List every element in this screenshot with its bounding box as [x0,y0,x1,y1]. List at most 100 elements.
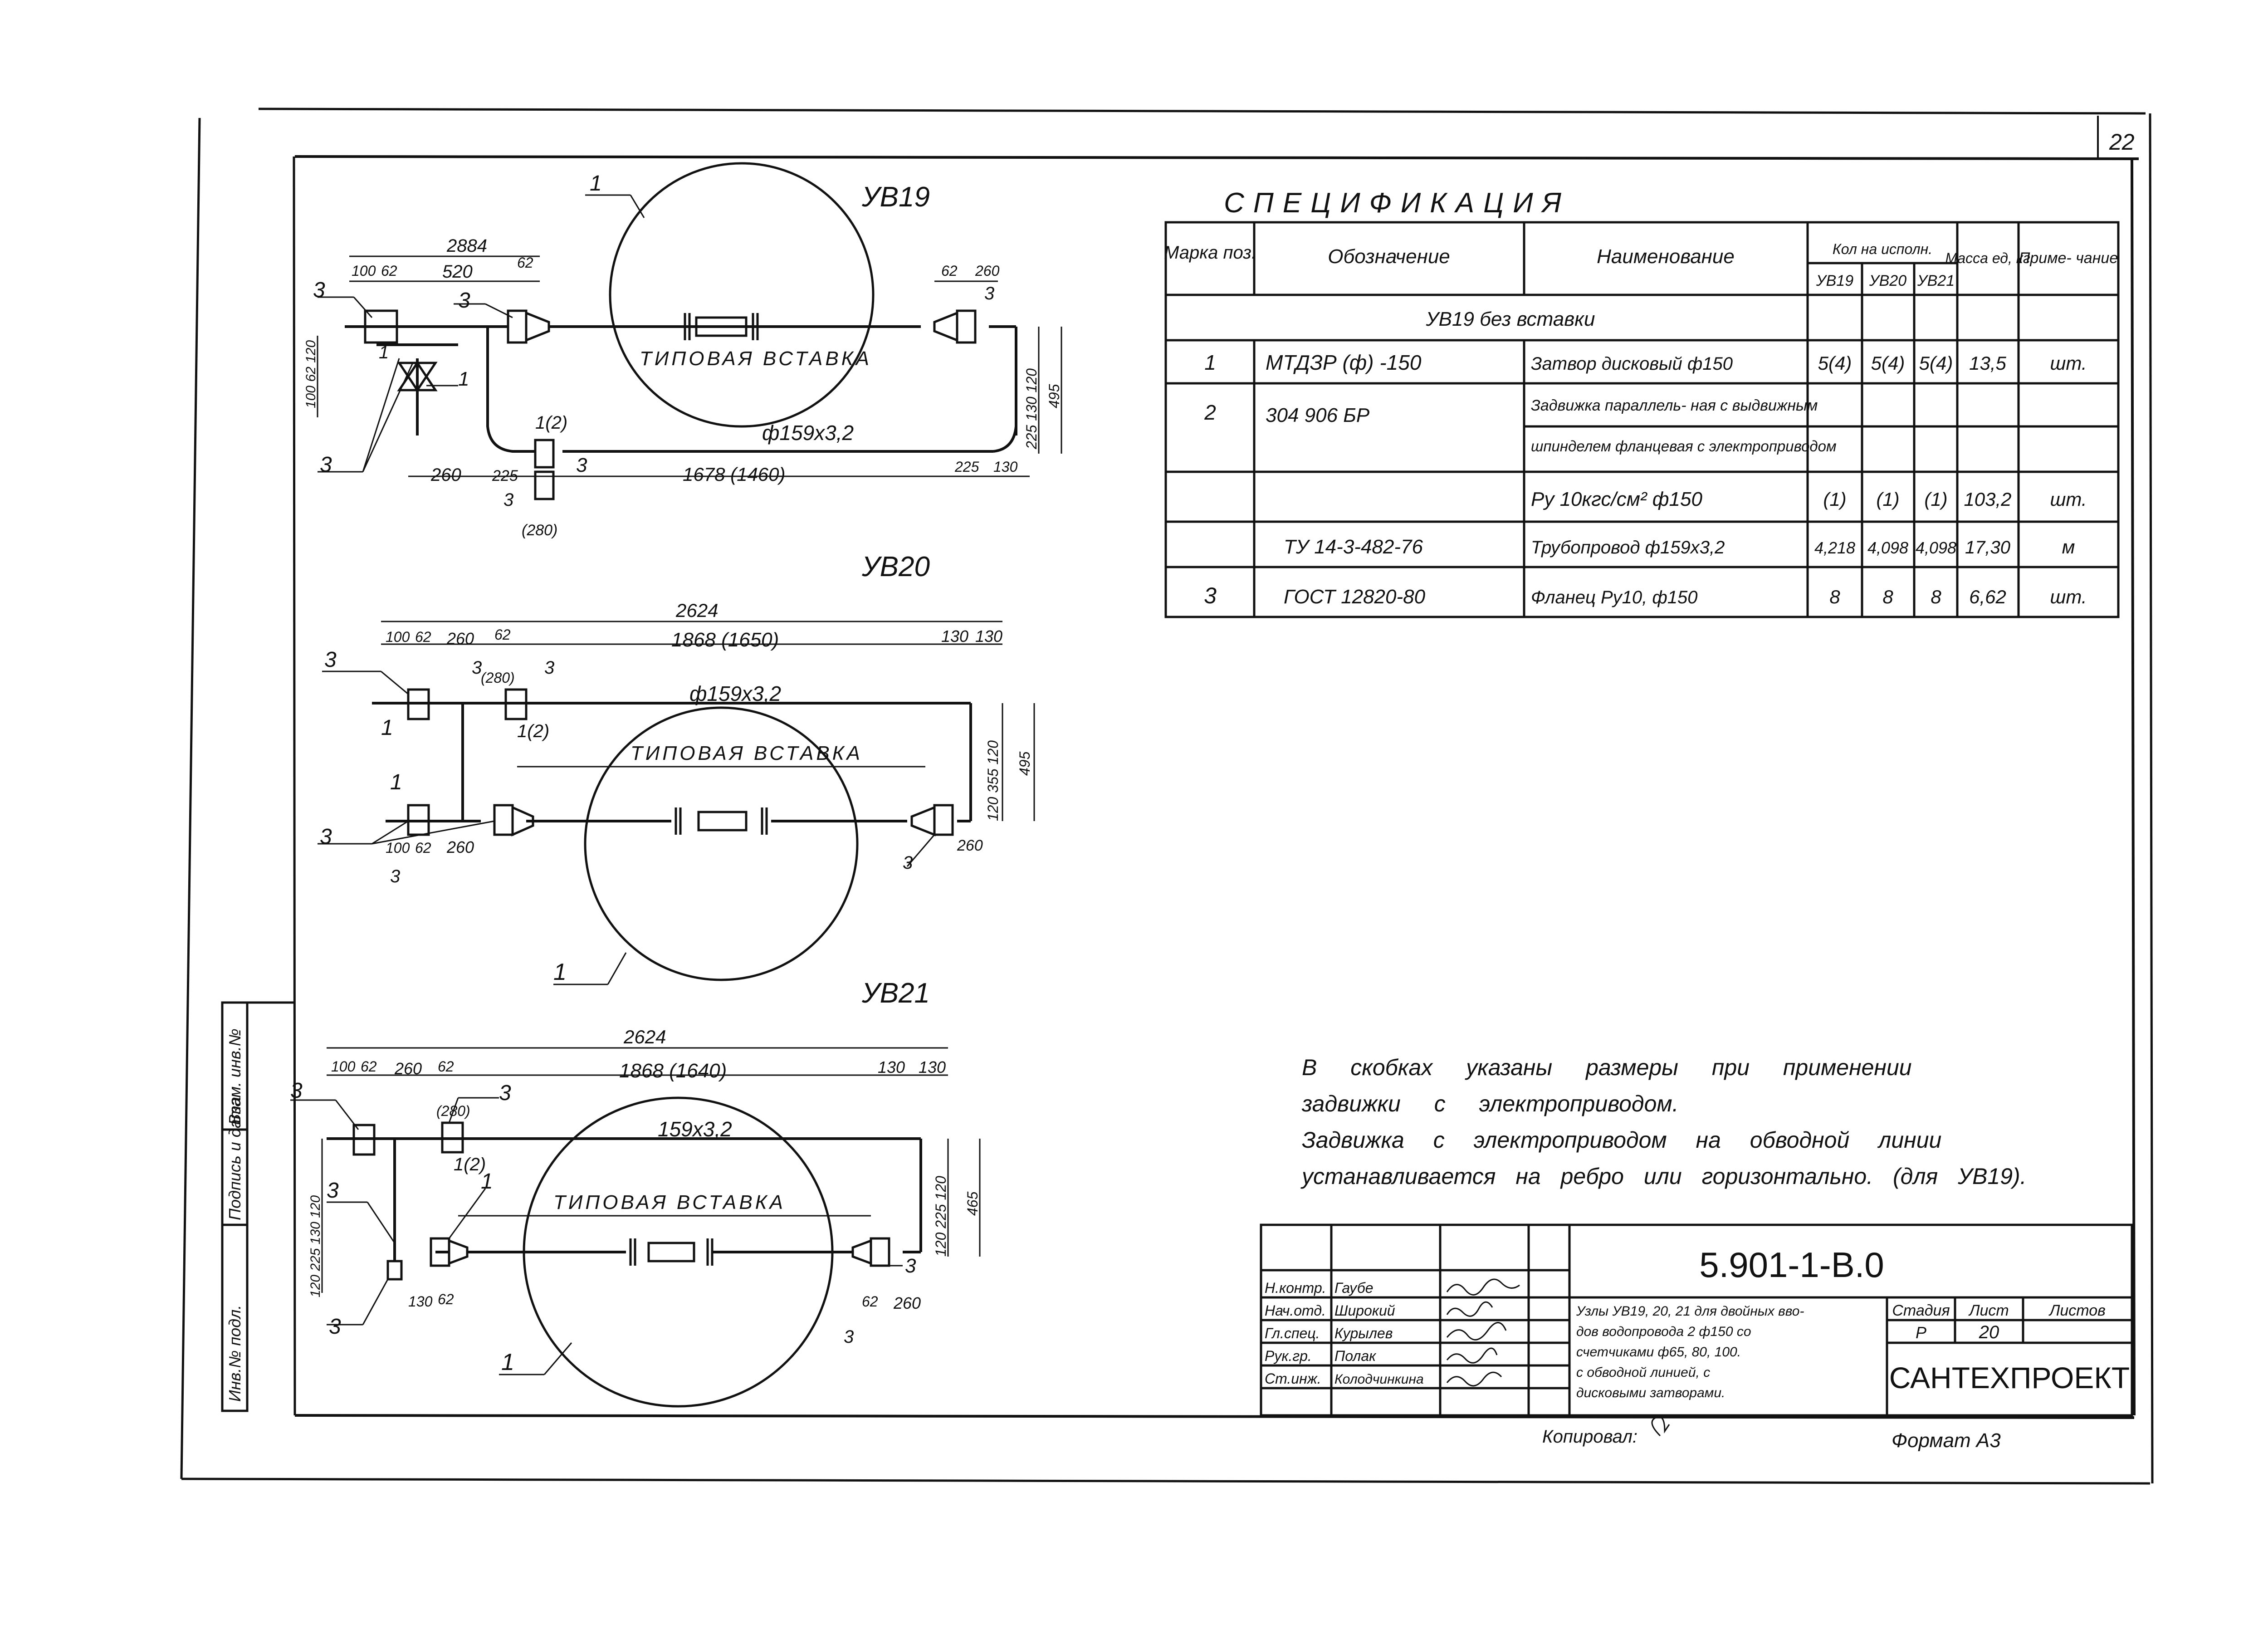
uv21-dim-260r: 260 [893,1294,921,1312]
sheets-label: Листов [2048,1302,2106,1319]
uv20-callout-12: 1(2) [517,721,549,741]
note-line-3: Задвижка с электроприводом на обводной л… [1302,1127,1941,1153]
uv21-insert-label: ТИПОВАЯ ВСТАВКА [553,1191,786,1213]
note-line-1: В скобках указаны размеры при применении [1302,1055,1912,1080]
spec-row-2-name: Задвижка параллель- ная с выдвижным [1531,397,1818,414]
uv19-dim-260: 260 [430,465,461,485]
uv21-dimension-lines [321,1047,981,1293]
spec-row-6-mass: 6,62 [1969,586,2006,607]
uv21-dim-vertical-2: 465 [964,1191,981,1216]
spec-row-6-name: Фланец Ру10, ф150 [1531,587,1698,607]
person-4: Полак [1334,1348,1377,1364]
uv19-dim-130: 130 [993,459,1018,475]
uv20-leaders [318,670,935,985]
spec-row-3: шпинделем фланцевая с электроприводом [1531,438,1837,455]
stage-value: Р [1916,1323,1926,1342]
uv19-dim-225b: 225 [954,459,979,475]
note-line-4: устанавливается на ребро или горизонталь… [1300,1164,2027,1189]
uv20-callout-3c: 3 [544,658,554,678]
spec-header-mark: Марка поз. [1164,243,1256,263]
drawing-code: 5.901-1-В.0 [1699,1245,1884,1285]
uv21-pipes [327,1137,922,1261]
uv19-callout-3b: 3 [320,453,332,477]
uv21-fittings [352,1121,890,1281]
spec-row-4-q19: (1) [1823,489,1846,510]
uv21-drawing: УВ21 ТИПОВАЯ ВСТАВКА 159х3,2 [290,978,981,1408]
spec-row-5-note: м [2062,536,2075,558]
uv21-dim-260: 260 [394,1059,422,1078]
uv20-callout-1a: 1 [381,716,393,740]
uv21-callout-3e: 3 [905,1255,916,1277]
spec-row-4-q20: (1) [1876,489,1899,510]
uv21-dim-inner: 1868 (1640) [619,1060,727,1082]
uv19-callout-3a: 3 [313,278,325,302]
spec-row-5-q21: 4,098 [1916,538,1956,557]
uv20-dim-vertical-1: 120 355 120 [985,740,1001,821]
uv19-dim-62b: 62 [517,254,533,271]
uv19-dim-1678: 1678 (1460) [683,464,786,485]
spec-row-4-note: шт. [2050,489,2087,510]
spec-row-5-q19: 4,218 [1814,538,1855,557]
uv19-callout-12: 1(2) [535,413,567,433]
uv19-callout-3f: 3 [503,490,513,510]
spec-row-1-q19: 5(4) [1818,352,1852,374]
uv21-dim-62: 62 [361,1058,377,1075]
uv19-leaders [318,194,645,473]
uv19-callout-1: 1 [590,171,602,196]
copied-label: Копировал: [1542,1427,1637,1447]
spec-row-2-designation: 304 906 БР [1266,404,1370,426]
uv20-dim-62c: 62 [415,840,431,856]
uv21-title: УВ21 [861,978,930,1009]
uv20-dim-260b: 260 [446,838,474,856]
spec-row-6-mark: 3 [1204,583,1217,608]
role-3: Гл.спец. [1265,1325,1320,1341]
uv19-dim-vertical-1: 225 130 120 [1023,368,1040,450]
person-2: Широкий [1334,1302,1395,1319]
spec-row-1-name: Затвор дисковый ф150 [1531,354,1733,374]
person-5: Колодчинкина [1334,1372,1424,1387]
spec-row-4-name: Ру 10кгс/см² ф150 [1531,488,1702,510]
role-5: Ст.инж. [1265,1370,1321,1387]
notes: В скобках указаны размеры при применении… [1300,1055,2027,1189]
uv20-pipe-label: ф159х3,2 [689,682,781,705]
sheet-frame [180,108,2154,1485]
spec-row-6-q19: 8 [1829,586,1840,607]
spec-row-1-note: шт. [2050,352,2087,374]
uv20-callout-3d: 3 [320,825,332,849]
uv20-dim-total: 2624 [675,600,718,621]
uv19-callout-1b: 1 [458,368,469,390]
spec-row-1-designation: МТДЗР (ф) -150 [1266,351,1422,374]
uv19-dim-62a: 62 [381,263,397,279]
spec-row-2-mark: 2 [1204,401,1216,424]
uv19-dim-62r: 62 [941,263,958,279]
uv20-dim-280: (280) [481,670,515,686]
uv20-dim-62: 62 [415,629,431,645]
uv21-callout-3d: 3 [329,1315,341,1339]
uv20-title: УВ20 [861,551,930,582]
spec-section-title: УВ19 без вставки [1426,308,1595,330]
uv21-callout-1b: 1 [501,1349,514,1375]
uv19-callout-1c: 1 [379,342,389,362]
uv20-dim-260: 260 [446,629,474,648]
spec-row-6-q21: 8 [1931,586,1941,607]
uv20-dim-260r: 260 [957,837,983,854]
spec-row-5-name: Трубопровод ф159х3,2 [1531,538,1725,558]
uv20-dim-62b: 62 [494,626,511,643]
side-stamp-sign: Подпись и дата [225,1097,244,1220]
uv19-callout-3c: 3 [458,289,470,313]
uv20-drawing: УВ20 ТИПОВАЯ ВСТАВКА ф159х3,2 [318,551,1035,985]
uv19-insert-label: ТИПОВАЯ ВСТАВКА [640,347,872,370]
uv19-dim-225a: 225 [492,467,518,484]
uv20-fittings [407,688,954,837]
spec-header-note: Приме- чание [2019,250,2118,267]
spec-row-5-designation: ТУ 14-3-482-76 [1284,536,1423,558]
uv21-dim-62b: 62 [438,1058,454,1075]
uv19-drawing: УВ19 ТИПОВ [303,162,1062,539]
uv21-callout-3a: 3 [290,1079,303,1103]
spec-row-4: Ру 10кгс/см² ф150 (1) (1) (1) 103,2 шт. [1531,488,2087,510]
uv21-dim-100: 100 [331,1058,356,1075]
uv19-pipe-label: ф159х3,2 [762,421,854,445]
role-4: Рук.гр. [1265,1348,1312,1364]
uv21-dim-vertical-1: 120 225 120 [933,1176,949,1257]
uv19-fittings [364,309,977,500]
